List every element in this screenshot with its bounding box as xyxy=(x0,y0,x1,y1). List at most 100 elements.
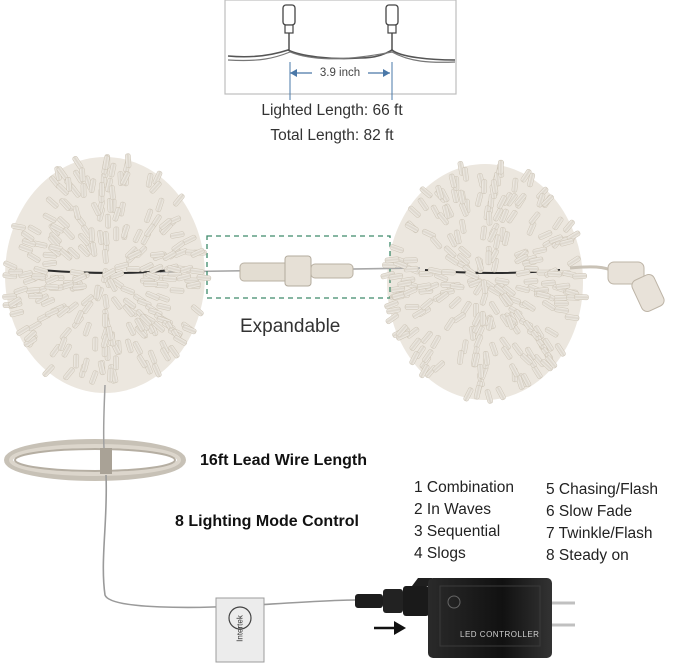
bulb xyxy=(421,228,436,239)
bulb xyxy=(574,294,589,301)
bulb xyxy=(547,270,562,278)
bulb xyxy=(489,341,499,357)
bulb xyxy=(497,159,504,175)
bulb xyxy=(488,301,500,315)
bulb xyxy=(122,304,135,318)
bulb xyxy=(102,231,110,246)
bulb xyxy=(144,208,154,224)
mode-item: 1 Combination xyxy=(414,479,514,496)
intertek-tag xyxy=(215,597,265,663)
bulb xyxy=(389,244,404,254)
bulb xyxy=(384,256,400,264)
bulb xyxy=(522,300,536,312)
bulb xyxy=(505,315,515,330)
bulb xyxy=(490,179,499,194)
diagram-bulb-left xyxy=(282,4,296,50)
bulb xyxy=(457,253,470,266)
bulb xyxy=(145,291,160,301)
bulb xyxy=(67,247,81,260)
diagram-bulb-right xyxy=(385,4,399,50)
bulb xyxy=(79,167,86,183)
bulb xyxy=(134,317,145,332)
bulb xyxy=(384,300,399,310)
bulb xyxy=(563,219,575,233)
bulb xyxy=(486,210,493,226)
bulb xyxy=(156,302,172,311)
bulb xyxy=(441,269,456,276)
bulb xyxy=(449,283,465,291)
bulb xyxy=(57,216,70,229)
bulb xyxy=(552,216,564,231)
bulb xyxy=(8,296,22,308)
bulb xyxy=(481,279,488,295)
bulb xyxy=(419,364,430,379)
bulb xyxy=(189,267,205,275)
bulb xyxy=(509,363,520,378)
bulb xyxy=(479,311,486,326)
bulb xyxy=(56,183,69,196)
bulb xyxy=(403,265,419,273)
bulb xyxy=(162,275,177,282)
bulb xyxy=(459,219,467,234)
bulb xyxy=(65,176,72,192)
bulb xyxy=(126,266,141,272)
bulb xyxy=(495,386,506,401)
bulb xyxy=(77,244,91,257)
bulb xyxy=(62,227,75,240)
bulb xyxy=(444,317,456,331)
bulb xyxy=(190,304,204,317)
bulb xyxy=(33,266,49,275)
bulb xyxy=(520,168,532,183)
bulb xyxy=(473,384,482,400)
mode-item: 7 Twinkle/Flash xyxy=(546,525,653,542)
bulb xyxy=(499,208,509,223)
bulb xyxy=(523,278,539,285)
bulb xyxy=(173,335,188,346)
adapter-brand-text: LED CONTROLLER xyxy=(460,630,540,639)
bulb xyxy=(515,284,530,294)
expandable-label: Expandable xyxy=(240,316,341,337)
bulb xyxy=(97,230,105,245)
bulb xyxy=(430,236,443,250)
bulb xyxy=(417,197,429,211)
bulb xyxy=(155,197,165,213)
lead-wire-label: 16ft Lead Wire Length xyxy=(200,452,367,469)
bulb xyxy=(102,313,109,328)
bulb xyxy=(544,326,559,338)
bulb xyxy=(554,343,566,357)
bulb xyxy=(136,354,148,369)
bulb xyxy=(132,340,143,355)
bulb xyxy=(420,298,434,311)
bulb xyxy=(403,286,418,297)
bulb xyxy=(386,306,401,315)
bulb xyxy=(3,260,18,271)
bulb xyxy=(458,245,472,258)
bulb xyxy=(139,313,152,327)
bulb xyxy=(462,166,469,182)
bulb xyxy=(114,261,129,271)
bulb xyxy=(125,338,134,354)
arrow-icon xyxy=(374,621,406,635)
total-length-text: Total Length: 82 ft xyxy=(270,127,394,144)
bulb xyxy=(169,231,185,239)
bulb xyxy=(514,193,527,206)
bulb xyxy=(403,257,418,264)
bulb xyxy=(453,229,462,245)
bulb xyxy=(169,287,185,294)
spacing-label: 3.9 inch xyxy=(319,67,361,79)
bulb xyxy=(532,246,548,255)
bulb xyxy=(107,277,118,292)
bulb xyxy=(59,248,73,261)
bulb xyxy=(74,310,84,325)
bulb xyxy=(397,279,412,288)
bulb xyxy=(419,186,433,199)
bulb xyxy=(422,349,434,363)
bulb xyxy=(172,193,185,207)
bulb xyxy=(502,231,510,246)
bulb xyxy=(31,273,46,280)
bulb xyxy=(9,309,25,318)
mode-item: 3 Sequential xyxy=(414,523,501,540)
bulb xyxy=(465,270,480,280)
bulb xyxy=(102,249,109,264)
spacing-diagram xyxy=(224,0,457,100)
